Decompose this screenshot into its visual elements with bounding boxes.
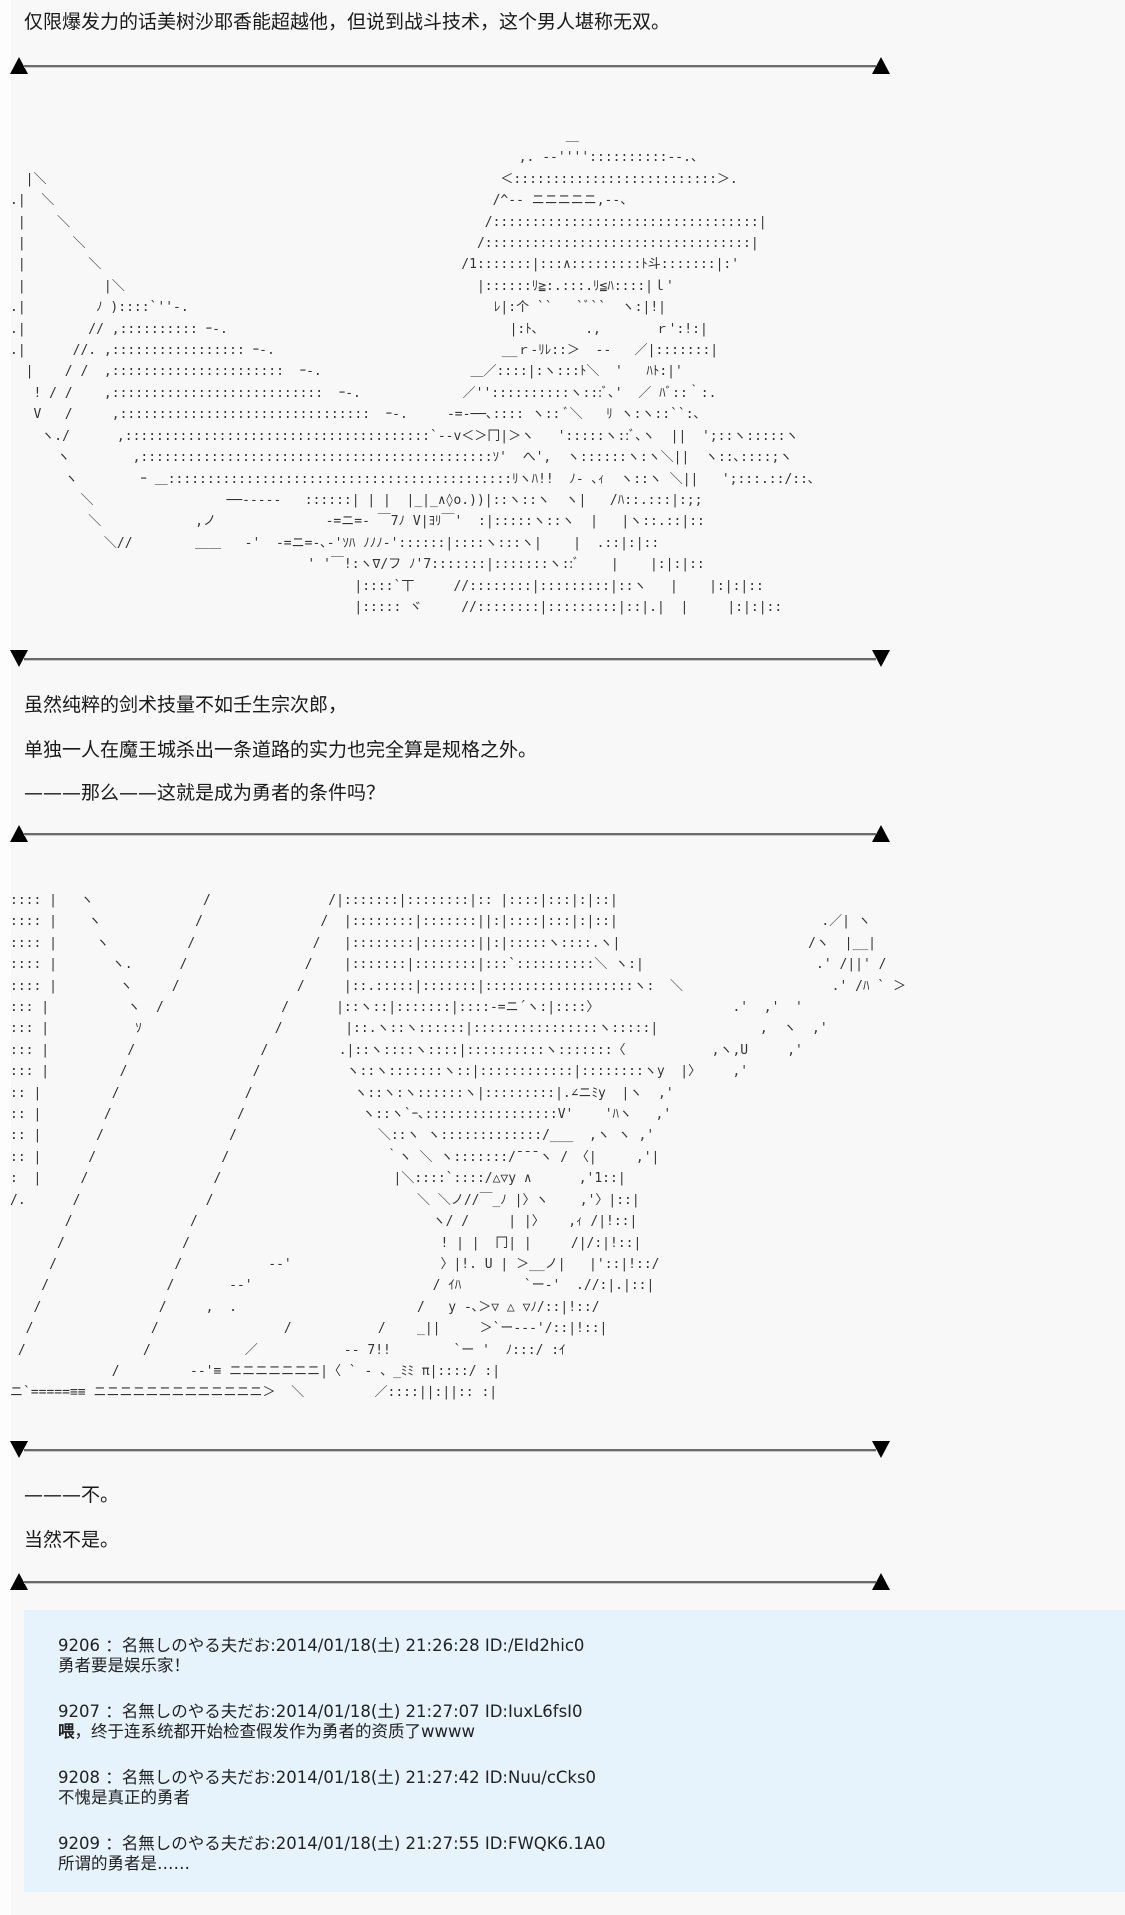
triangle-down-icon	[10, 650, 28, 667]
comment-header: 9209 ：名無しのやる夫だお:2014/01/18(土) 21:27:55 I…	[58, 1834, 606, 1853]
story-paragraph: ———不。	[24, 1484, 120, 1506]
story-paragraph: 仅限爆发力的话美树沙耶香能超越他，但说到战斗技术，这个男人堪称无双。	[24, 11, 671, 33]
comment-body: 喂，终于连系统都开始检查假发作为勇者的资质了wwww	[58, 1722, 583, 1742]
triangle-up-icon	[872, 825, 890, 842]
story-paragraph: 当然不是。	[24, 1529, 120, 1551]
story-paragraph: 虽然纯粹的剑术技量不如壬生宗次郎，	[24, 694, 348, 716]
section-separator	[10, 824, 890, 844]
comment-item: 9206 ：名無しのやる夫だお:2014/01/18(土) 21:26:28 I…	[58, 1636, 584, 1676]
triangle-up-icon	[10, 825, 28, 842]
reader-comments-box: 9206 ：名無しのやる夫だお:2014/01/18(土) 21:26:28 I…	[24, 1610, 1125, 1892]
section-separator	[10, 56, 890, 76]
comment-header: 9206 ：名無しのやる夫だお:2014/01/18(土) 21:26:28 I…	[58, 1636, 585, 1655]
comment-body: 勇者要是娱乐家！	[58, 1656, 190, 1675]
comment-item: 9209 ：名無しのやる夫だお:2014/01/18(土) 21:27:55 I…	[58, 1834, 606, 1874]
ascii-art-character-with-sword: :::: | ヽ / /|:::::::|::::::::|:: |::::|:…	[10, 893, 906, 1401]
separator-line	[24, 833, 876, 836]
triangle-up-icon	[10, 57, 28, 74]
separator-line	[24, 65, 876, 68]
comment-body: 不愧是真正的勇者	[58, 1788, 190, 1807]
triangle-up-icon	[872, 1573, 890, 1590]
separator-line	[24, 1581, 876, 1584]
section-separator	[10, 649, 890, 669]
comment-body-text: ，终于连系统都开始检查假发作为勇者的资质了wwww	[74, 1722, 475, 1741]
triangle-down-icon	[872, 650, 890, 667]
section-separator	[10, 1440, 890, 1460]
section-separator	[10, 1572, 890, 1592]
triangle-down-icon	[872, 1441, 890, 1458]
separator-line	[24, 1449, 876, 1452]
comment-header: 9207 ：名無しのやる夫だお:2014/01/18(土) 21:27:07 I…	[58, 1702, 583, 1721]
comment-body: 所谓的勇者是……	[58, 1854, 190, 1873]
separator-line	[24, 658, 876, 661]
triangle-up-icon	[872, 57, 890, 74]
story-paragraph: ———那么——这就是成为勇者的条件吗？	[24, 782, 386, 804]
triangle-up-icon	[10, 1573, 28, 1590]
ascii-art-swordsman: ＿ ,. -‐''''::::::::::‐-.、 |＼ ＜::::::::::…	[10, 129, 815, 615]
comment-item: 9207 ：名無しのやる夫だお:2014/01/18(土) 21:27:07 I…	[58, 1702, 583, 1742]
story-paragraph: 单独一人在魔王城杀出一条道路的实力也完全算是规格之外。	[24, 739, 538, 761]
comment-item: 9208 ：名無しのやる夫だお:2014/01/18(土) 21:27:42 I…	[58, 1768, 596, 1808]
page-left-margin	[0, 0, 11, 1915]
comment-header: 9208 ：名無しのやる夫だお:2014/01/18(土) 21:27:42 I…	[58, 1768, 597, 1787]
triangle-down-icon	[10, 1441, 28, 1458]
comment-body-lead: 喂	[58, 1722, 75, 1741]
